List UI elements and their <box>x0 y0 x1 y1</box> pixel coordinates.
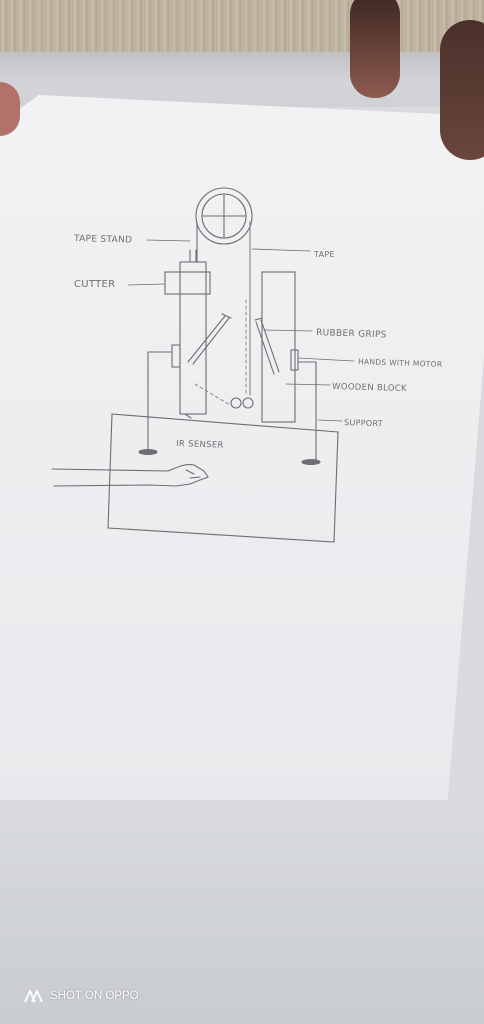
leader-rubber-grips <box>264 330 312 331</box>
leader-hands-with-motor <box>298 358 354 361</box>
left-motor <box>172 345 180 367</box>
watermark-text: SHOT ON OPPO <box>50 990 139 1002</box>
oppo-logo-icon <box>24 989 44 1003</box>
left-column <box>180 250 206 414</box>
right-arm <box>255 318 279 374</box>
label-hands-with-motor: HANDS WITH MOTOR <box>358 357 443 369</box>
roller-left <box>231 398 241 408</box>
label-cutter: CUTTER <box>74 279 115 290</box>
label-tape-stand: TAPE STAND <box>73 234 133 246</box>
label-tape: TAPE <box>313 250 335 259</box>
label-ir-sensor: IR SENSER <box>176 439 224 451</box>
leader-tape <box>252 249 310 251</box>
cutter-box <box>165 272 210 294</box>
hand-sketch <box>52 465 208 486</box>
wooden-block <box>262 272 295 422</box>
leader-tape-stand <box>147 240 190 241</box>
right-support <box>298 362 320 465</box>
leader-cutter <box>128 284 165 285</box>
left-arm <box>188 314 231 364</box>
left-support <box>139 352 172 455</box>
label-support: SUPPORT <box>344 418 383 428</box>
tape-reel <box>196 188 252 244</box>
leader-support <box>318 420 342 421</box>
leader-wooden-block <box>286 384 330 385</box>
roller-right <box>243 398 253 408</box>
camera-watermark: SHOT ON OPPO <box>24 988 139 1004</box>
ir-sensor-mark <box>185 414 191 418</box>
label-rubber-grips: RUBBER GRIPS <box>316 328 387 340</box>
label-wooden-block: WOODEN BLOCK <box>332 382 407 394</box>
sensor-beam-left <box>195 384 230 405</box>
base-box <box>108 414 338 542</box>
